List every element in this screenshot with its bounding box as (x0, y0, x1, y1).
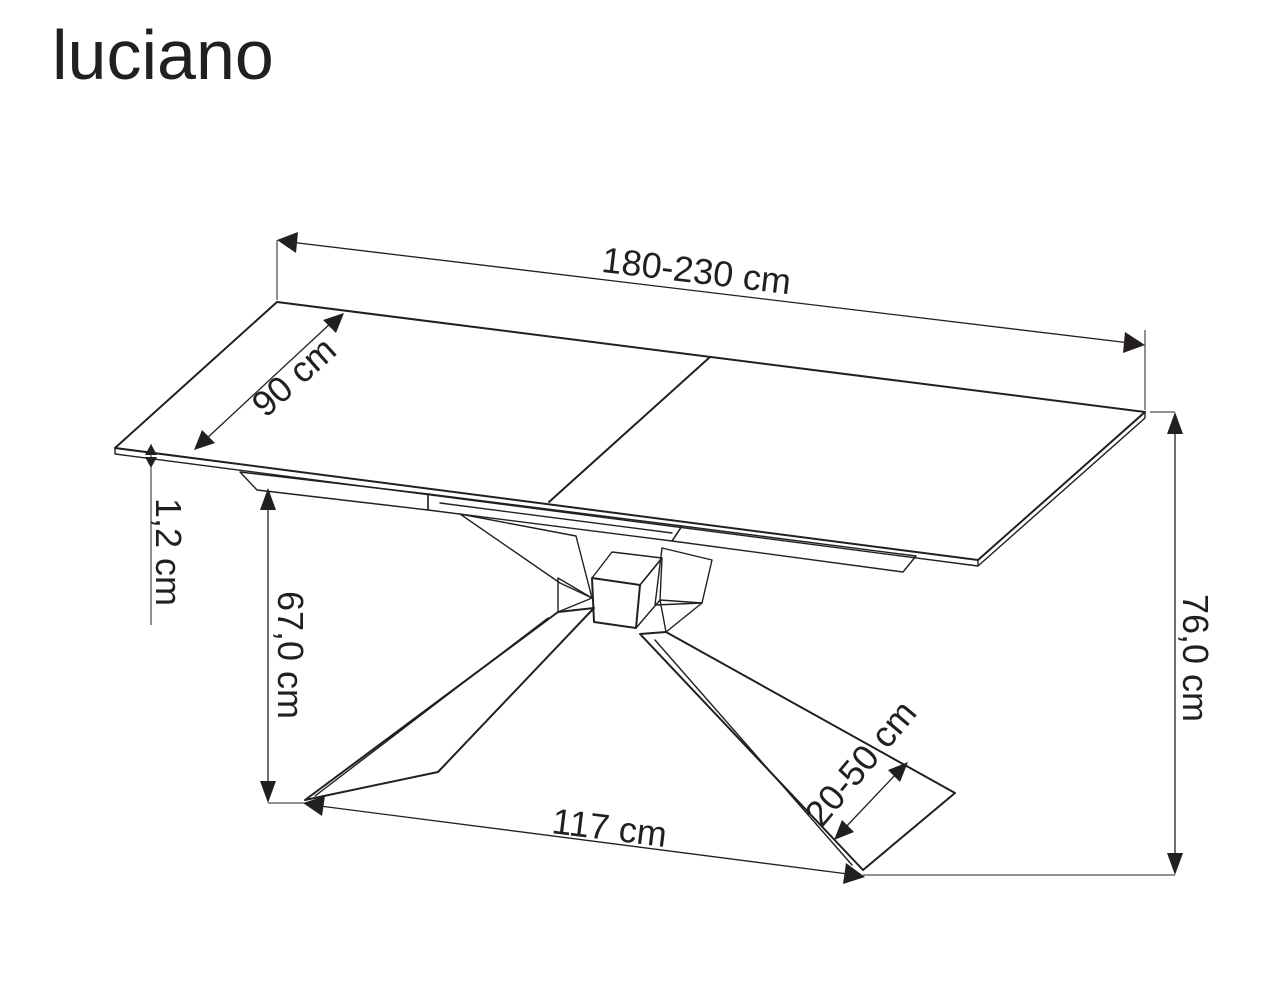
base-wedge-left (557, 577, 593, 613)
table-illustration (114, 301, 1146, 871)
arrowhead-icon (277, 232, 298, 253)
product-title: luciano (52, 16, 274, 94)
arrowhead-icon (888, 762, 908, 782)
base-leg-front-right (639, 631, 956, 871)
arrowhead-icon (834, 820, 854, 840)
arrowhead-icon (194, 430, 215, 450)
dimension-thickness-label: 1,2 cm (148, 498, 189, 606)
arrowhead-icon (323, 313, 344, 333)
base-wedge-right (659, 599, 703, 633)
arrowhead-icon (260, 781, 276, 803)
center-slider-line (439, 502, 673, 534)
dimension-base-span: 117 cm (303, 796, 865, 884)
extension-seam (548, 356, 711, 503)
arrowhead-icon (1123, 332, 1145, 353)
dimension-total-height: 76,0 cm (863, 411, 1216, 876)
base-leg-front-left (304, 607, 595, 801)
base-leg-front-right-ridge (654, 639, 853, 866)
base-arm-rear-right (654, 547, 713, 606)
dimension-depth-label: 90 cm (243, 329, 343, 425)
dimension-clearance-label: 67,0 cm (270, 591, 311, 719)
arrowhead-icon (145, 444, 157, 455)
dimension-length-label: 180-230 cm (600, 239, 794, 302)
arrowhead-icon (1167, 412, 1183, 434)
arrowhead-icon (1167, 853, 1183, 875)
arrowhead-icon (260, 488, 276, 510)
dimension-clearance: 67,0 cm (260, 488, 311, 804)
arrowhead-icon (145, 457, 157, 468)
dimension-depth: 90 cm (194, 313, 344, 450)
arrowhead-icon (303, 796, 325, 816)
dimension-total-height-label: 76,0 cm (1175, 594, 1216, 722)
base-leg-front-left-ridge (314, 617, 549, 797)
base-hub-side (635, 557, 663, 629)
table-top-edge (114, 411, 1146, 567)
dimension-length: 180-230 cm (276, 232, 1146, 410)
base-hub (591, 577, 641, 629)
arrowhead-icon (843, 863, 865, 884)
base-arm-rear-left (459, 513, 593, 599)
dimension-thickness: 1,2 cm (145, 444, 189, 625)
dimension-base-span-label: 117 cm (550, 800, 670, 855)
frame-right (671, 525, 917, 573)
